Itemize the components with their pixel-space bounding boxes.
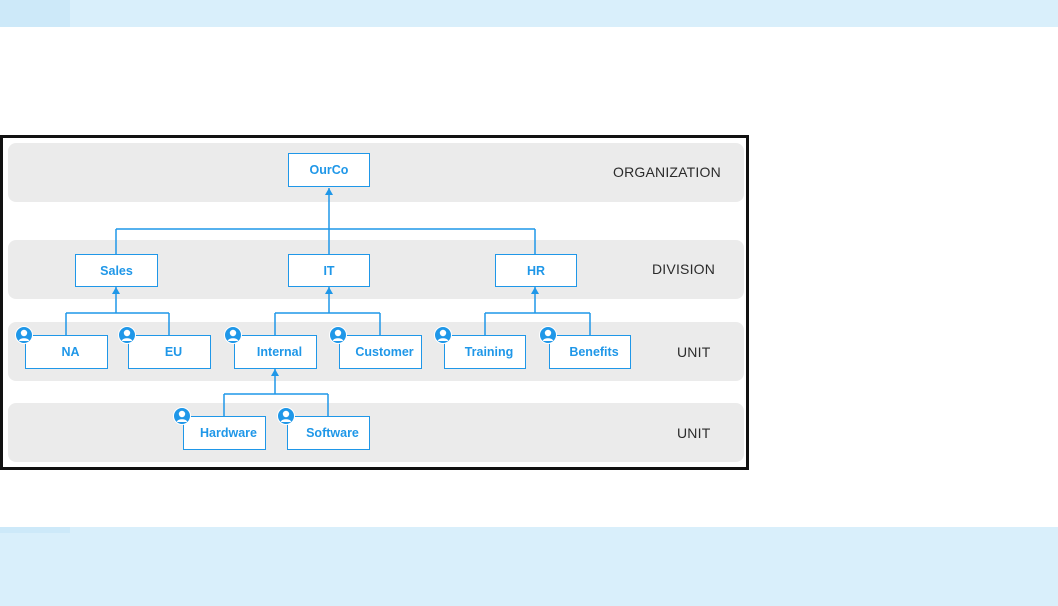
node-sales[interactable]: Sales [75,254,158,287]
org-hierarchy-diagram: ORGANIZATION DIVISION UNIT UNIT [0,135,749,470]
node-ourco[interactable]: OurCo [288,153,370,187]
node-hr[interactable]: HR [495,254,577,287]
node-hardware[interactable]: Hardware [183,416,266,450]
arrow-up-icon [325,287,333,294]
connector-lines [65,188,591,416]
node-benefits[interactable]: Benefits [549,335,631,369]
level-label-organization: ORGANIZATION [613,164,721,180]
bottom-banner-tab [0,527,70,533]
level-label-unit-1: UNIT [677,344,711,360]
arrow-up-icon [112,287,120,294]
user-avatar-icon [539,326,557,344]
user-avatar-icon [173,407,191,425]
node-software[interactable]: Software [287,416,370,450]
user-avatar-icon [329,326,347,344]
user-avatar-icon [15,326,33,344]
arrow-up-icon [531,287,539,294]
node-na[interactable]: NA [25,335,108,369]
node-internal[interactable]: Internal [234,335,317,369]
arrow-up-icon [325,188,333,195]
level-label-unit-2: UNIT [677,425,711,441]
lane-unit-2 [8,403,744,462]
node-it[interactable]: IT [288,254,370,287]
node-training[interactable]: Training [444,335,526,369]
top-banner-tab [0,0,70,27]
bottom-banner [0,527,1058,606]
node-eu[interactable]: EU [128,335,211,369]
user-avatar-icon [277,407,295,425]
lane-organization [8,143,744,202]
level-label-division: DIVISION [652,261,716,277]
user-avatar-icon [224,326,242,344]
node-customer[interactable]: Customer [339,335,422,369]
user-avatar-icon [118,326,136,344]
arrow-up-icon [271,369,279,376]
user-avatar-icon [434,326,452,344]
top-banner [0,0,1058,27]
